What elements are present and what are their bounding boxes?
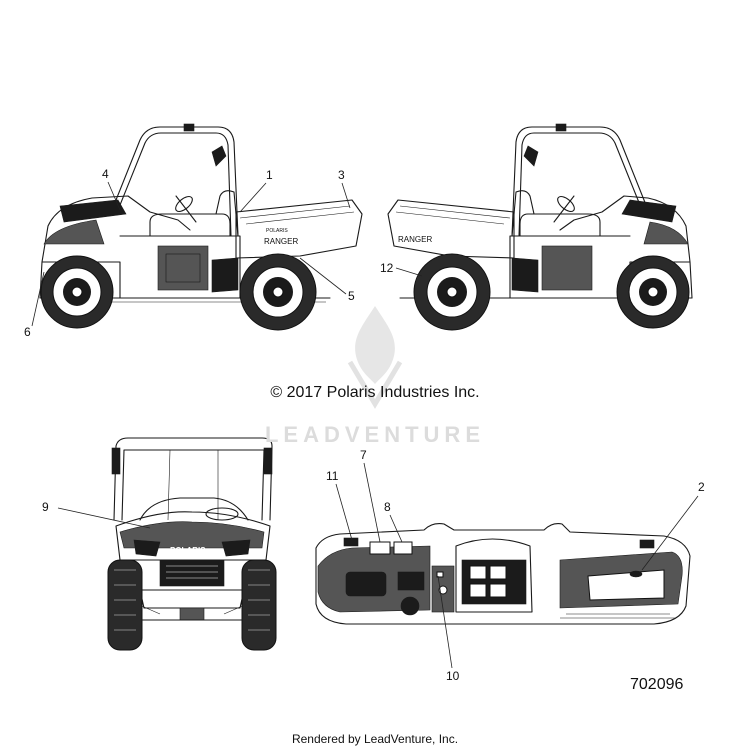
bed-decal-brand: POLARIS <box>266 228 288 234</box>
vehicle-left-side-view: POLARIS RANGER <box>39 123 363 331</box>
watermark-text: LEADVENTURE <box>264 422 485 447</box>
vehicle-right-side-view <box>387 123 693 331</box>
callout-12: 12 <box>380 261 394 275</box>
callout-10: 10 <box>446 669 460 683</box>
callout-7: 7 <box>360 448 367 462</box>
callout-labels: 1 2 3 4 5 6 7 8 9 10 11 12 <box>24 167 705 683</box>
front-right-tire-icon <box>241 559 277 651</box>
front-decal-brand: POLARIS <box>170 546 206 555</box>
dashboard-view <box>315 523 691 625</box>
decal-7-icon <box>369 541 391 555</box>
front-left-tire-icon <box>107 559 143 651</box>
bed-decal-model: RANGER <box>264 237 298 246</box>
callout-4: 4 <box>102 167 109 181</box>
callout-8: 8 <box>384 500 391 514</box>
right-bed-decal-model: RANGER <box>398 235 432 244</box>
callout-11: 11 <box>326 469 339 483</box>
callout-6: 6 <box>24 325 31 339</box>
diagram-number: 702096 <box>630 676 684 693</box>
left-rear-wheel-icon <box>239 253 317 331</box>
right-front-wheel-icon <box>616 255 690 329</box>
left-front-wheel-icon <box>40 255 114 329</box>
callout-3: 3 <box>338 168 345 182</box>
decal-8-icon <box>393 541 413 555</box>
vehicle-front-view: POLARIS <box>107 437 277 651</box>
right-rear-wheel-icon <box>413 253 491 331</box>
callout-2: 2 <box>698 480 705 494</box>
copyright-text: © 2017 Polaris Industries Inc. <box>270 384 480 401</box>
callout-5: 5 <box>348 289 355 303</box>
rendered-by-text: Rendered by LeadVenture, Inc. <box>291 732 459 746</box>
callout-9: 9 <box>42 500 49 514</box>
callout-1: 1 <box>266 168 273 182</box>
watermark-logo-icon <box>347 306 403 409</box>
